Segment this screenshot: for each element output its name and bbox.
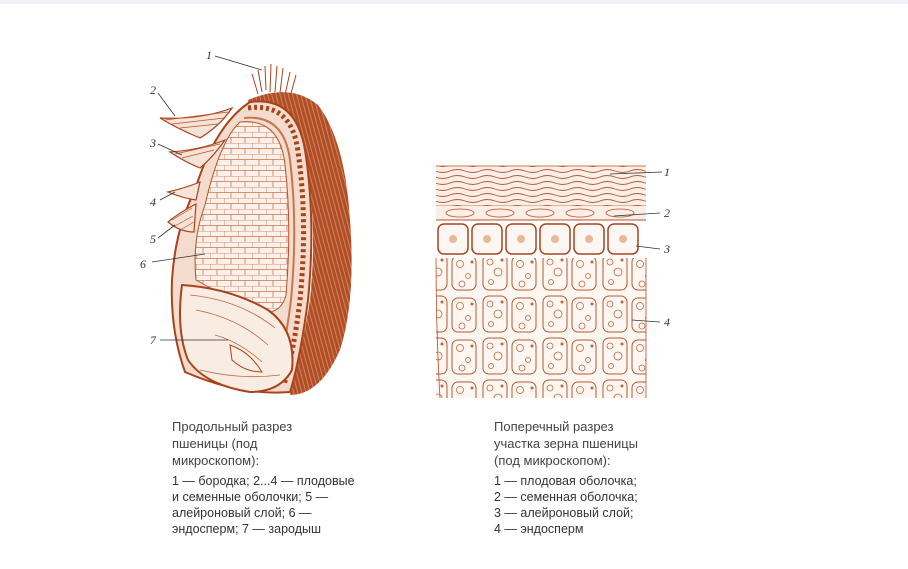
label-r1: 1	[664, 165, 670, 179]
label-r4: 4	[664, 315, 670, 329]
right-caption: Поперечный разрез участка зерна пшеницы …	[494, 418, 724, 537]
right-title-line-1: Поперечный разрез	[494, 418, 724, 435]
label-r3: 3	[663, 242, 670, 256]
label-4: 4	[150, 195, 156, 209]
right-caption-legend: 1 — плодовая оболочка; 2 — семенная обол…	[494, 473, 724, 537]
left-legend-line-4: эндосперм; 7 — зародыш	[172, 521, 422, 537]
label-6: 6	[140, 257, 146, 271]
label-5: 5	[150, 232, 156, 246]
right-legend-line-1: 1 — плодовая оболочка;	[494, 473, 724, 489]
left-legend-line-3: алейроновый слой; 6 —	[172, 505, 422, 521]
label-7: 7	[150, 333, 157, 347]
left-caption-legend: 1 — бородка; 2...4 — плодовые и семенные…	[172, 473, 422, 537]
aleurone-cells	[438, 224, 638, 254]
left-title-line-2: пшеницы (под	[172, 435, 422, 452]
right-legend-line-4: 4 — эндосперм	[494, 521, 724, 537]
left-title-line-1: Продольный разрез	[172, 418, 422, 435]
label-3: 3	[149, 136, 156, 150]
seed-coat-layer	[436, 206, 646, 220]
left-legend-line-1: 1 — бородка; 2...4 — плодовые	[172, 473, 422, 489]
left-legend-line-2: и семенные оболочки; 5 —	[172, 489, 422, 505]
label-r2: 2	[664, 206, 670, 220]
right-caption-title: Поперечный разрез участка зерна пшеницы …	[494, 418, 724, 469]
label-2: 2	[150, 83, 156, 97]
left-caption: Продольный разрез пшеницы (под микроскоп…	[172, 418, 422, 537]
coat-flap-4	[168, 182, 200, 200]
right-title-line-2: участка зерна пшеницы	[494, 435, 724, 452]
cross-section: 1 2 3 4	[436, 165, 670, 398]
right-legend-line-2: 2 — семенная оболочка;	[494, 489, 724, 505]
left-caption-title: Продольный разрез пшеницы (под микроскоп…	[172, 418, 422, 469]
right-title-line-3: (под микроскопом):	[494, 452, 724, 469]
longitudinal-section: 1 2 3 4 5 6 7	[140, 48, 352, 395]
pericarp-layer	[436, 166, 646, 206]
endosperm-layer	[436, 258, 646, 398]
label-1: 1	[206, 48, 212, 62]
right-legend-line-3: 3 — алейроновый слой;	[494, 505, 724, 521]
left-title-line-3: микроскопом):	[172, 452, 422, 469]
